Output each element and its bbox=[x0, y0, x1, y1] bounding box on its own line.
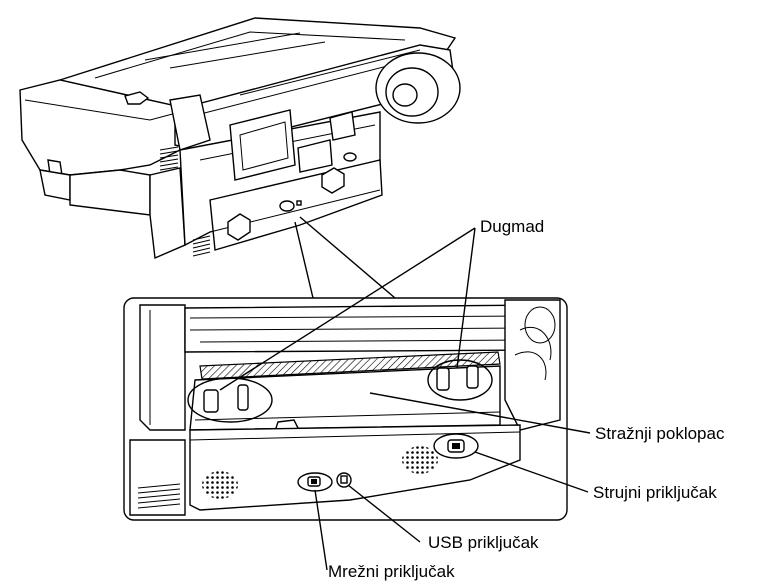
detail-leg-vent bbox=[129, 439, 186, 516]
left-button-a bbox=[203, 389, 219, 413]
label-network-port: Mrežni priključak bbox=[328, 562, 455, 581]
printer-overview bbox=[19, 17, 461, 260]
left-grille bbox=[202, 471, 238, 499]
right-button-a bbox=[436, 367, 450, 391]
right-buttons-oval bbox=[427, 359, 493, 401]
left-button-b bbox=[237, 384, 249, 411]
label-rear-cover: Stražnji poklopac bbox=[595, 424, 725, 443]
label-buttons: Dugmad bbox=[480, 217, 544, 236]
zoom-line-left bbox=[294, 221, 314, 299]
left-vent bbox=[159, 146, 179, 171]
detail-frame bbox=[123, 297, 568, 521]
label-power-port: Strujni priključak bbox=[593, 483, 717, 502]
right-button-b bbox=[466, 365, 479, 389]
rear-detail-panel bbox=[123, 297, 568, 521]
lower-vent bbox=[192, 235, 211, 257]
right-grille bbox=[402, 446, 438, 474]
label-usb-port: USB priključak bbox=[428, 533, 539, 552]
callout-lines bbox=[219, 227, 591, 571]
left-buttons-oval bbox=[187, 377, 273, 423]
zoom-line-right bbox=[299, 216, 396, 299]
